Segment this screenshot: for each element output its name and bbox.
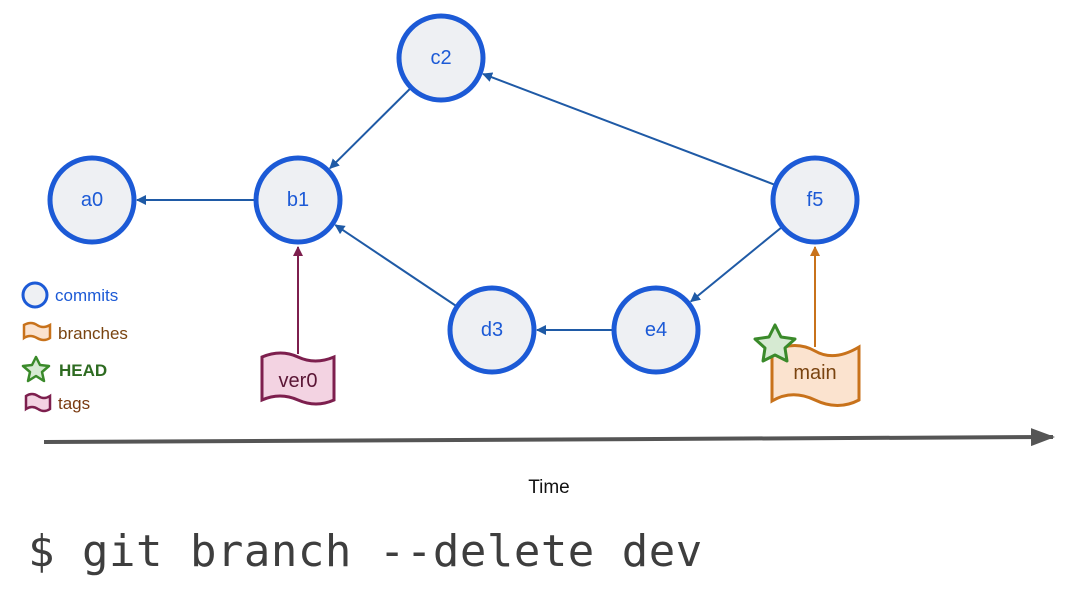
edge-d3-to-b1 <box>334 224 457 307</box>
legend-tag-icon <box>24 392 52 413</box>
commit-label: c2 <box>430 47 451 69</box>
legend-branch-icon <box>22 321 52 342</box>
time-axis-arrow <box>43 428 1055 447</box>
edge-f5-to-c2 <box>482 72 775 186</box>
commit-f5: f5 <box>770 155 860 245</box>
time-axis: Time <box>43 428 1055 498</box>
commit-nodes: a0 b1 c2 d3 e4 f5 <box>47 13 860 375</box>
head-star-icon <box>753 323 797 363</box>
tag-flag-shape <box>260 351 336 406</box>
commit-a0: a0 <box>47 155 137 245</box>
edge-c2-to-b1 <box>329 88 411 170</box>
branch-flag-shape <box>770 344 861 407</box>
git-command-text: $ git branch --delete dev <box>28 526 703 577</box>
commit-c2: c2 <box>396 13 486 103</box>
legend-branches-label: branches <box>58 324 128 343</box>
legend-tags-label: tags <box>58 394 90 413</box>
commit-e4: e4 <box>611 285 701 375</box>
branch-label: main <box>793 362 836 384</box>
commit-circle <box>396 13 486 103</box>
commit-label: e4 <box>645 319 667 341</box>
commit-circle <box>47 155 137 245</box>
commit-circle <box>447 285 537 375</box>
legend-head-label: HEAD <box>59 361 107 380</box>
tag-ver0: ver0 <box>260 246 336 406</box>
branch-main: main <box>753 246 861 407</box>
commit-b1: b1 <box>253 155 343 245</box>
commit-label: d3 <box>481 319 503 341</box>
commit-d3: d3 <box>447 285 537 375</box>
edge-f5-to-e4 <box>690 227 782 303</box>
legend: commits branches HEAD tags <box>21 281 128 413</box>
legend-commit-icon <box>21 281 49 309</box>
commit-label: f5 <box>807 189 824 211</box>
commit-circle <box>253 155 343 245</box>
legend-commits-label: commits <box>55 286 118 305</box>
legend-head-star-icon <box>21 355 51 383</box>
time-axis-label: Time <box>528 477 570 498</box>
commit-label: b1 <box>287 189 309 211</box>
commit-edges <box>136 72 782 335</box>
commit-circle <box>611 285 701 375</box>
commit-label: a0 <box>81 189 103 211</box>
tag-label: ver0 <box>279 370 318 392</box>
commit-circle <box>770 155 860 245</box>
